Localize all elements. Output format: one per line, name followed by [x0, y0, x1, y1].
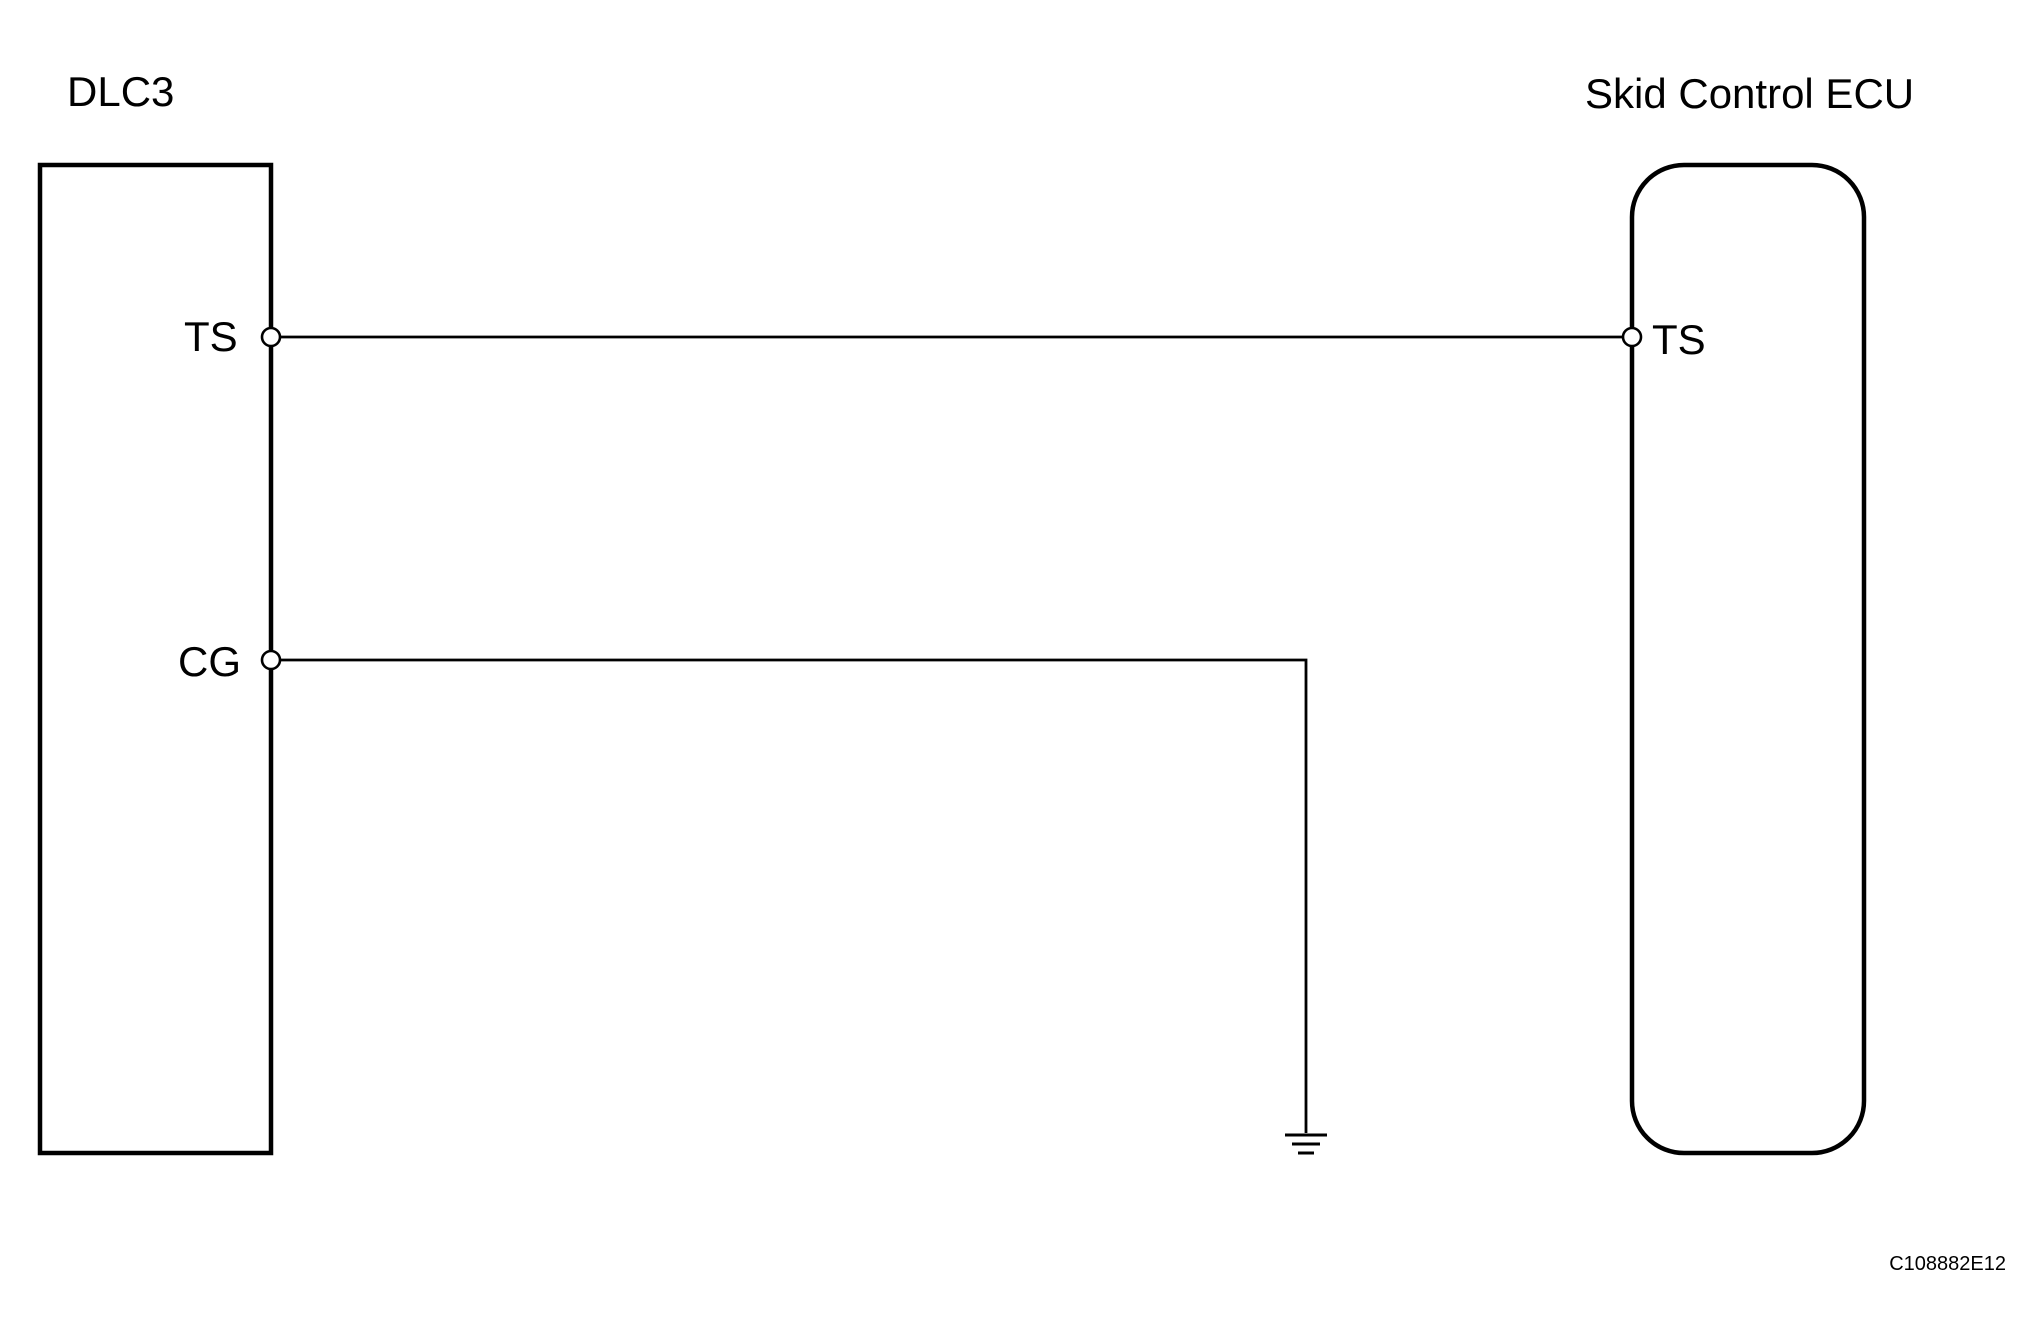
ecu-component: Skid Control ECU TS	[1585, 70, 1914, 1156]
ecu-title: Skid Control ECU	[1585, 70, 1914, 117]
wire-cg-to-ground	[280, 658, 1308, 1133]
figure-code: C108882E12	[1889, 1253, 2006, 1275]
dlc3-pin-cg-terminal	[260, 649, 282, 671]
dlc3-component: DLC3 TS CG	[37, 68, 274, 1156]
dlc3-pin-cg-label: CG	[178, 638, 241, 685]
dlc3-title: DLC3	[67, 68, 174, 115]
ground-icon	[1285, 1133, 1327, 1155]
ecu-box	[1629, 162, 1867, 1156]
dlc3-pin-ts-label: TS	[184, 313, 238, 360]
ecu-pin-ts-label: TS	[1652, 316, 1706, 363]
ecu-pin-ts-terminal	[1621, 326, 1643, 348]
dlc3-pin-ts-terminal	[260, 326, 282, 348]
